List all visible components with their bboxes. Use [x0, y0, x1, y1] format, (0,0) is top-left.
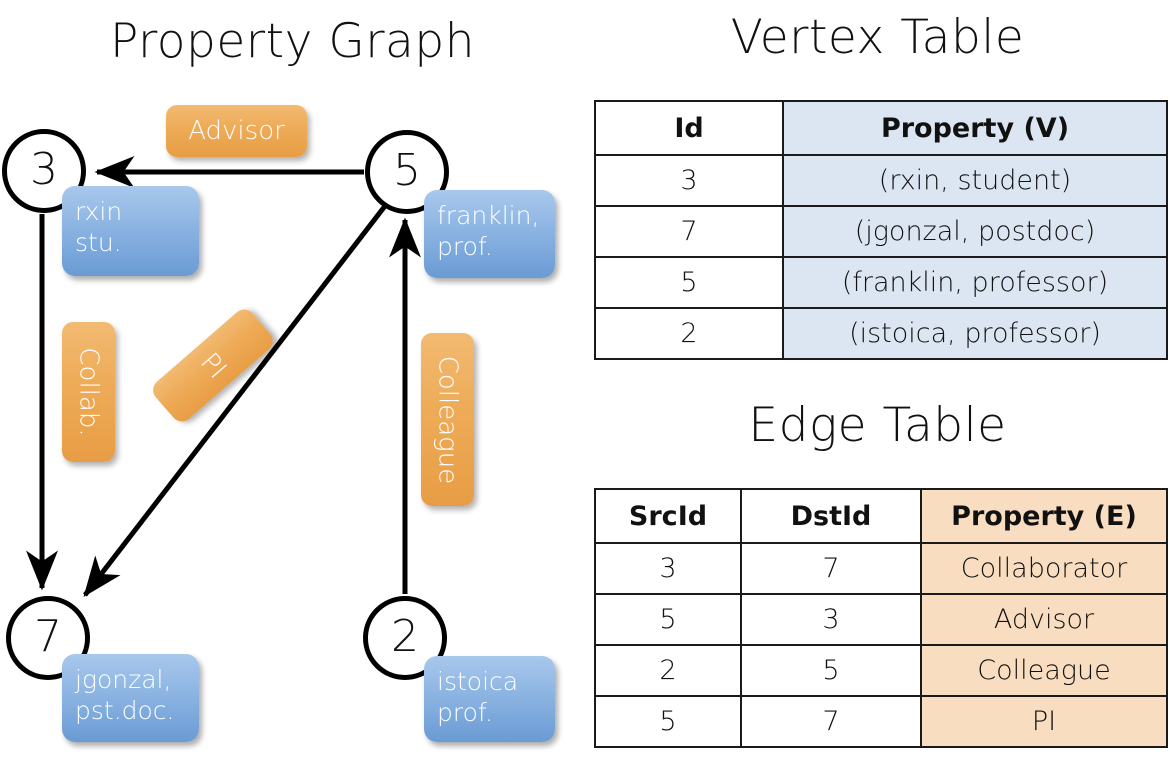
edge-cell-property: PI: [920, 695, 1168, 748]
vertex-cell-property: (istoica, professor): [782, 307, 1168, 360]
tables-panel: Vertex Table Id Property (V) 3 (rxin, st…: [585, 0, 1170, 760]
edge-label-pi-text: PI: [194, 346, 232, 385]
page-title-edge-table: Edge Table: [748, 398, 1007, 453]
edge-label-collaborator[interactable]: Collab.: [62, 322, 115, 462]
graph-edges-layer: [26, 156, 421, 597]
property-graph-panel: Property Graph 3 5 7 2 rxin stu. frankli…: [2, 14, 555, 742]
edge-cell-property: Advisor: [920, 593, 1168, 646]
edge-5-to-7-pi: [83, 204, 387, 597]
graph-node-2[interactable]: 2: [363, 596, 447, 680]
property-box-node-7-line1: jgonzal,: [75, 665, 172, 694]
vertex-cell-id: 2: [594, 307, 784, 360]
table-row[interactable]: 3 (rxin, student): [594, 154, 1168, 207]
page-title-vertex-table: Vertex Table: [730, 10, 1025, 65]
vertex-table-header-property: Property (V): [782, 100, 1168, 156]
graph-node-5[interactable]: 5: [365, 130, 449, 214]
edge-cell-srcid: 2: [594, 644, 742, 697]
edge-label-colleague[interactable]: Colleague: [421, 333, 474, 506]
property-box-node-3-line1: rxin: [75, 197, 123, 226]
vertex-cell-id: 7: [594, 205, 784, 258]
graph-node-3-label: 3: [30, 144, 58, 195]
property-box-node-2-line1: istoica: [437, 667, 519, 696]
edge-cell-property: Colleague: [920, 644, 1168, 697]
vertex-table: Id Property (V) 3 (rxin, student) 7 (jgo…: [594, 100, 1168, 360]
property-box-node-2[interactable]: istoica prof.: [424, 656, 555, 742]
edge-cell-srcid: 5: [594, 695, 742, 748]
graph-node-5-label: 5: [393, 145, 421, 196]
vertex-cell-id: 3: [594, 154, 784, 207]
vertex-table-header-id: Id: [594, 100, 784, 156]
edge-label-advisor-text: Advisor: [188, 116, 285, 146]
property-box-node-7[interactable]: jgonzal, pst.doc.: [62, 654, 199, 742]
property-box-node-7-line2: pst.doc.: [75, 695, 175, 725]
page-title-property-graph: Property Graph: [110, 14, 475, 69]
table-row[interactable]: 2 5 Colleague: [594, 644, 1168, 697]
table-row[interactable]: 2 (istoica, professor): [594, 307, 1168, 360]
graph-node-7-label: 7: [34, 611, 62, 662]
table-row[interactable]: 5 7 PI: [594, 695, 1168, 748]
edge-label-colleague-text: Colleague: [432, 355, 463, 484]
edge-label-collaborator-text: Collab.: [73, 347, 104, 437]
edge-table-header-dstid: DstId: [740, 488, 922, 544]
edge-label-advisor[interactable]: Advisor: [166, 105, 307, 157]
property-box-node-5[interactable]: franklin, prof.: [424, 190, 555, 278]
vertex-cell-property: (franklin, professor): [782, 256, 1168, 309]
edge-cell-dstid: 7: [740, 542, 922, 595]
property-box-node-3-line2: stu.: [75, 227, 122, 257]
table-row[interactable]: 7 (jgonzal, postdoc): [594, 205, 1168, 258]
vertex-cell-property: (jgonzal, postdoc): [782, 205, 1168, 258]
edge-cell-property: Collaborator: [920, 542, 1168, 595]
vertex-cell-id: 5: [594, 256, 784, 309]
table-row[interactable]: 3 7 Collaborator: [594, 542, 1168, 595]
edge-cell-srcid: 5: [594, 593, 742, 646]
table-row[interactable]: 5 3 Advisor: [594, 593, 1168, 646]
vertex-table-header-row: Id Property (V): [594, 100, 1168, 156]
edge-cell-dstid: 5: [740, 644, 922, 697]
edge-table-header-property: Property (E): [920, 488, 1168, 544]
edge-cell-dstid: 7: [740, 695, 922, 748]
edge-table: SrcId DstId Property (E) 3 7 Collaborato…: [594, 488, 1168, 748]
graph-node-2-label: 2: [391, 611, 419, 662]
table-row[interactable]: 5 (franklin, professor): [594, 256, 1168, 309]
edge-table-header-row: SrcId DstId Property (E): [594, 488, 1168, 544]
edge-cell-dstid: 3: [740, 593, 922, 646]
property-box-node-5-line1: franklin,: [437, 201, 540, 230]
edge-table-header-srcid: SrcId: [594, 488, 742, 544]
property-box-node-2-line2: prof.: [437, 697, 493, 727]
property-box-node-5-line2: prof.: [437, 231, 493, 261]
edge-cell-srcid: 3: [594, 542, 742, 595]
vertex-cell-property: (rxin, student): [782, 154, 1168, 207]
property-box-node-3[interactable]: rxin stu.: [62, 186, 199, 276]
